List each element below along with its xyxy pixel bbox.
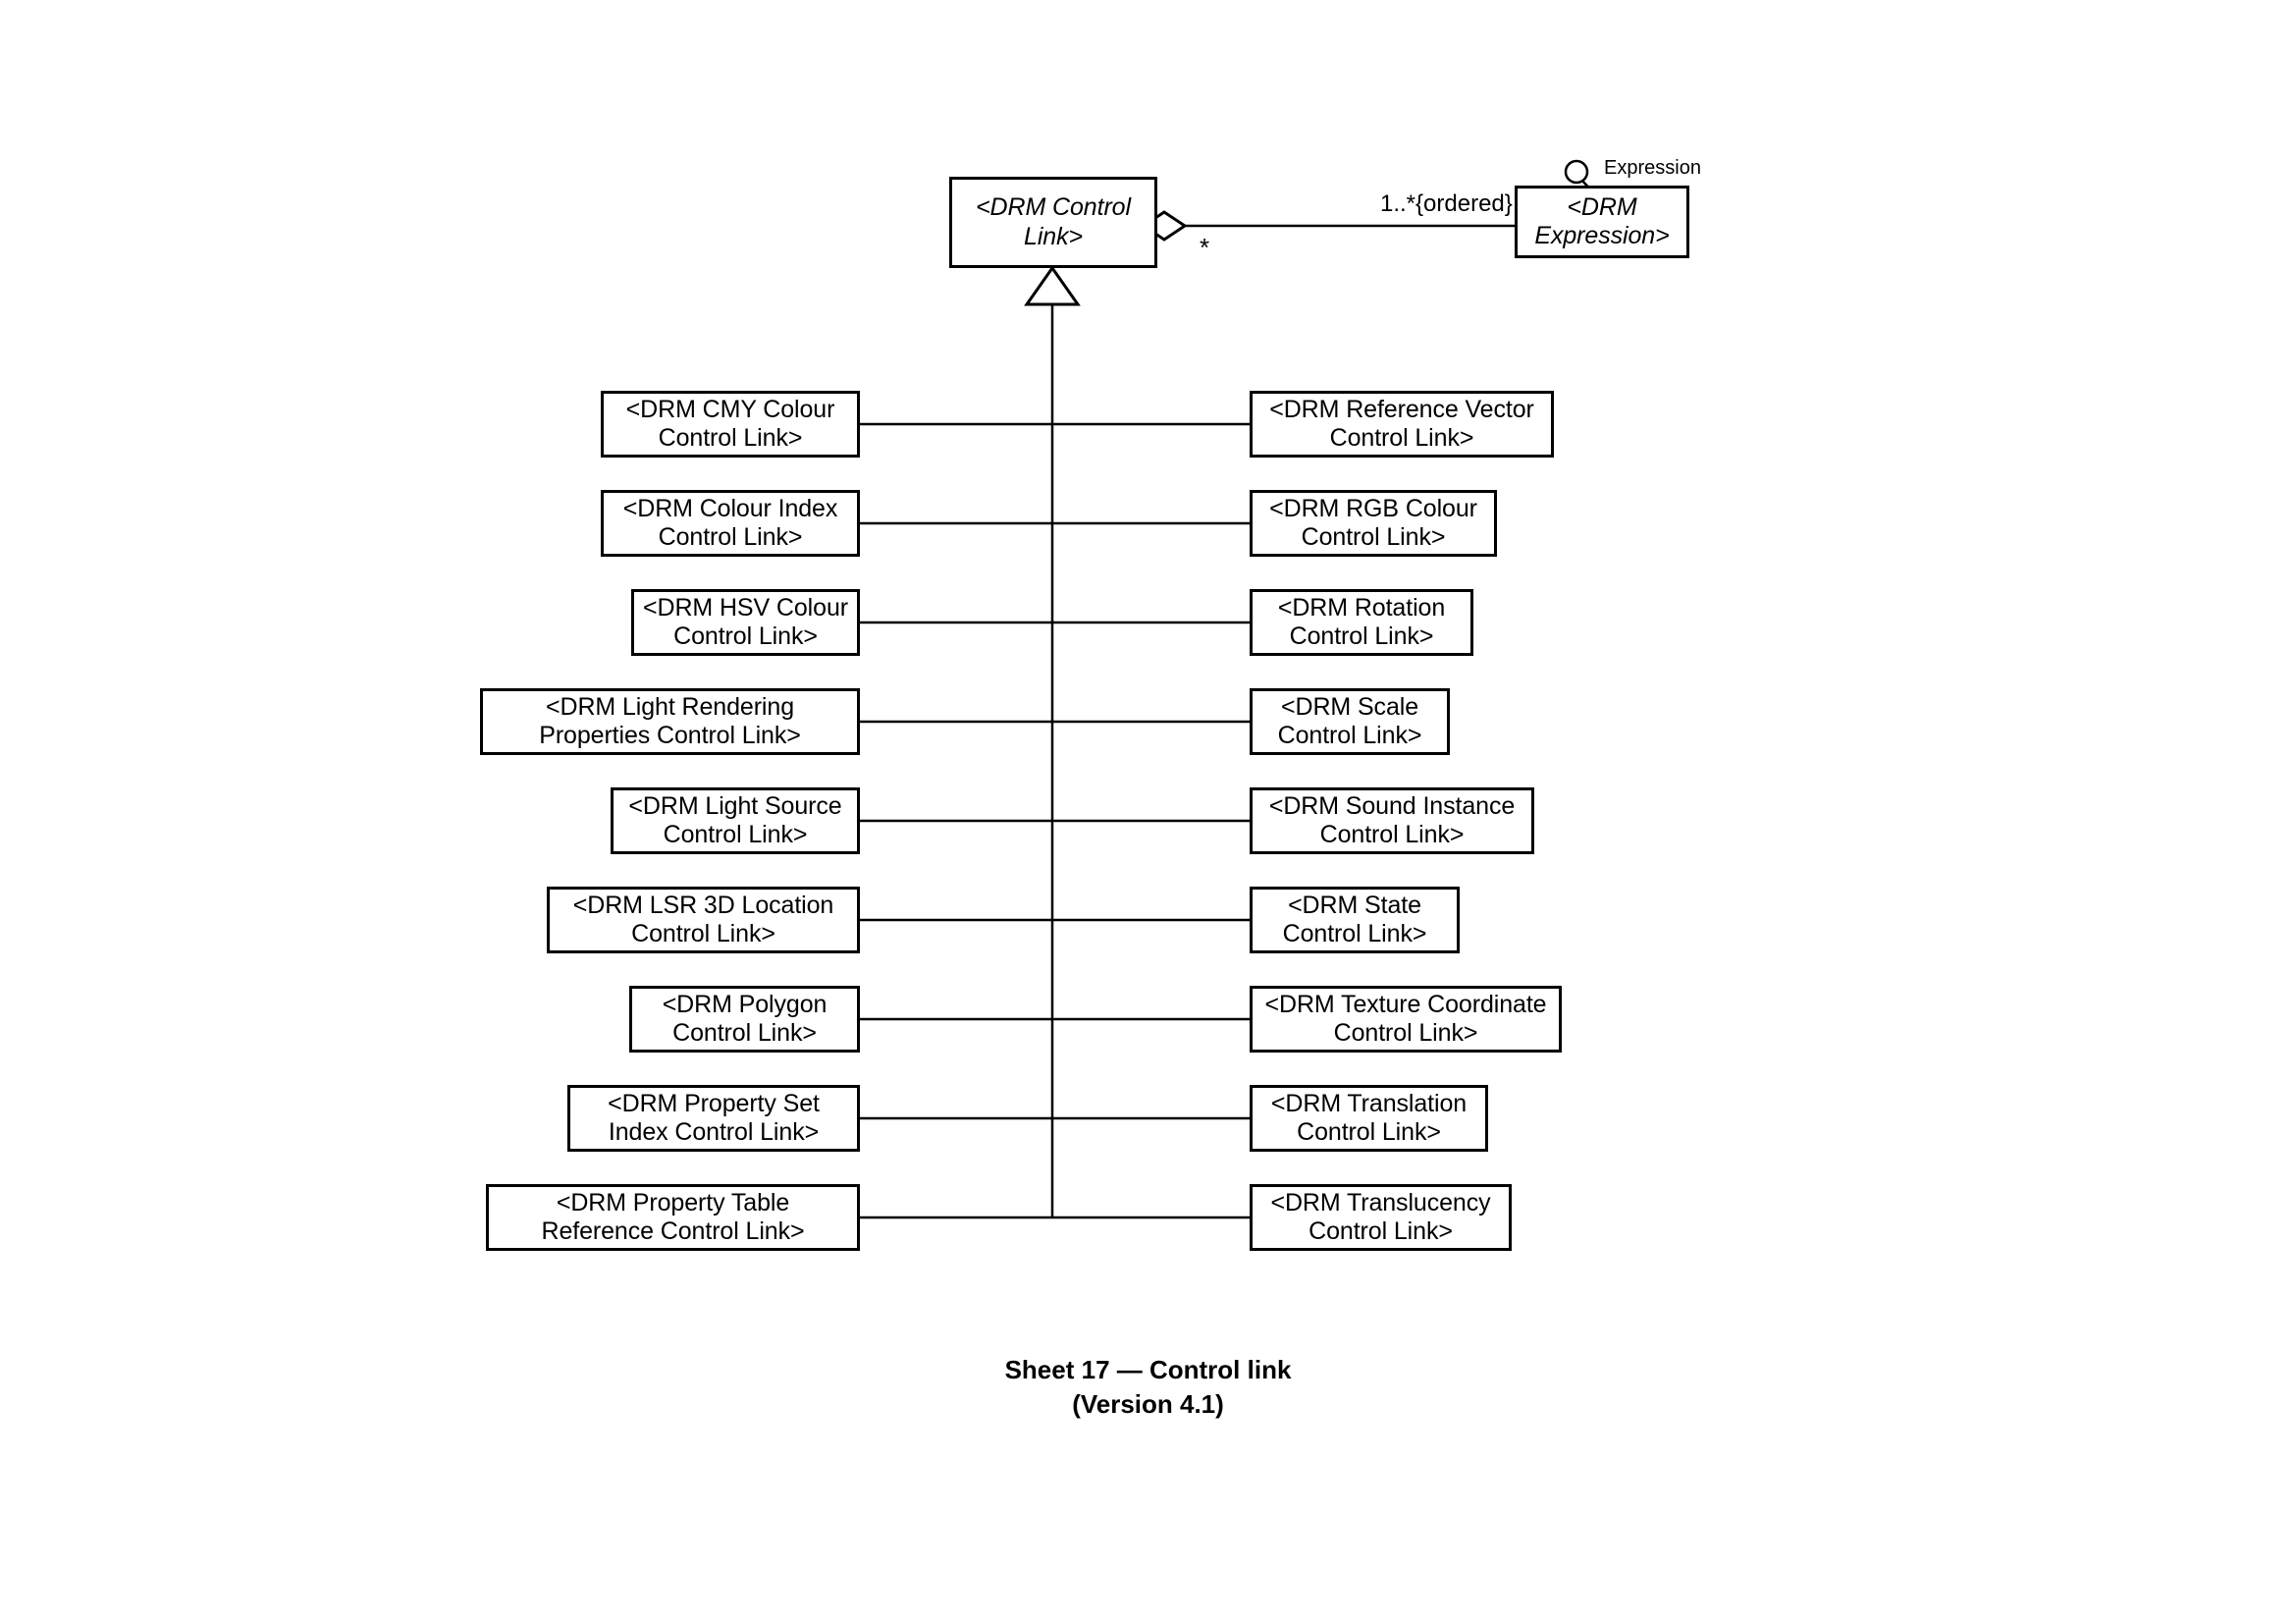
class-name-label: <DRM Polygon Control Link> xyxy=(662,990,828,1048)
figure-caption: Sheet 17 — Control link (Version 4.1) xyxy=(0,1353,2296,1422)
generalization-triangle-icon xyxy=(1024,265,1081,306)
multiplicity-label-target: 1..*{ordered} xyxy=(1380,190,1513,217)
class-name-label: <DRM Rotation Control Link> xyxy=(1277,593,1446,651)
class-box-drm-reference-vector-control-link[interactable]: <DRM Reference Vector Control Link> xyxy=(1250,391,1554,458)
class-name-label: <DRM Expression> xyxy=(1534,192,1670,250)
class-name-label: <DRM RGB Colour Control Link> xyxy=(1269,494,1477,552)
caption-title: Sheet 17 — Control link xyxy=(1004,1355,1292,1384)
class-box-drm-light-source-control-link[interactable]: <DRM Light Source Control Link> xyxy=(611,787,860,854)
class-box-drm-cmy-colour-control-link[interactable]: <DRM CMY Colour Control Link> xyxy=(601,391,860,458)
class-box-drm-control-link[interactable]: <DRM Control Link> xyxy=(949,177,1157,268)
class-box-drm-light-rendering-properties-control-link[interactable]: <DRM Light Rendering Properties Control … xyxy=(480,688,860,755)
class-box-drm-translation-control-link[interactable]: <DRM Translation Control Link> xyxy=(1250,1085,1488,1152)
class-name-label: <DRM CMY Colour Control Link> xyxy=(625,395,835,453)
class-box-drm-translucency-control-link[interactable]: <DRM Translucency Control Link> xyxy=(1250,1184,1512,1251)
class-name-label: <DRM Texture Coordinate Control Link> xyxy=(1264,990,1547,1048)
class-box-drm-hsv-colour-control-link[interactable]: <DRM HSV Colour Control Link> xyxy=(631,589,860,656)
caption-version: (Version 4.1) xyxy=(1072,1389,1224,1420)
class-name-label: <DRM Scale Control Link> xyxy=(1277,692,1422,750)
class-box-drm-rgb-colour-control-link[interactable]: <DRM RGB Colour Control Link> xyxy=(1250,490,1497,557)
multiplicity-label-source: * xyxy=(1200,233,1210,262)
class-box-drm-sound-instance-control-link[interactable]: <DRM Sound Instance Control Link> xyxy=(1250,787,1534,854)
class-name-label: <DRM Reference Vector Control Link> xyxy=(1269,395,1534,453)
class-box-drm-scale-control-link[interactable]: <DRM Scale Control Link> xyxy=(1250,688,1450,755)
class-name-label: <DRM Translucency Control Link> xyxy=(1270,1188,1491,1246)
class-name-label: <DRM Control Link> xyxy=(976,193,1131,250)
class-name-label: <DRM Translation Control Link> xyxy=(1270,1089,1468,1147)
class-box-drm-colour-index-control-link[interactable]: <DRM Colour Index Control Link> xyxy=(601,490,860,557)
class-name-label: <DRM Property Table Reference Control Li… xyxy=(541,1188,805,1246)
class-box-drm-texture-coordinate-control-link[interactable]: <DRM Texture Coordinate Control Link> xyxy=(1250,986,1562,1053)
class-name-label: <DRM Colour Index Control Link> xyxy=(622,494,838,552)
class-name-label: <DRM Sound Instance Control Link> xyxy=(1268,791,1516,849)
class-box-drm-state-control-link[interactable]: <DRM State Control Link> xyxy=(1250,887,1460,953)
class-box-drm-expression[interactable]: <DRM Expression> xyxy=(1515,186,1689,258)
association-role-label: Expression xyxy=(1604,157,1701,179)
class-box-drm-property-table-reference-control-link[interactable]: <DRM Property Table Reference Control Li… xyxy=(486,1184,860,1251)
class-box-drm-property-set-index-control-link[interactable]: <DRM Property Set Index Control Link> xyxy=(567,1085,860,1152)
class-name-label: <DRM Property Set Index Control Link> xyxy=(608,1089,820,1147)
class-name-label: <DRM State Control Link> xyxy=(1282,891,1427,948)
class-name-label: <DRM HSV Colour Control Link> xyxy=(643,593,848,651)
class-box-drm-rotation-control-link[interactable]: <DRM Rotation Control Link> xyxy=(1250,589,1473,656)
role-circle-icon xyxy=(1564,159,1589,185)
class-box-drm-polygon-control-link[interactable]: <DRM Polygon Control Link> xyxy=(629,986,860,1053)
generalization-branches xyxy=(860,422,1250,1219)
class-name-label: <DRM Light Source Control Link> xyxy=(628,791,842,849)
class-name-label: <DRM Light Rendering Properties Control … xyxy=(539,692,801,750)
class-box-drm-lsr-3d-location-control-link[interactable]: <DRM LSR 3D Location Control Link> xyxy=(547,887,860,953)
class-name-label: <DRM LSR 3D Location Control Link> xyxy=(572,891,834,948)
